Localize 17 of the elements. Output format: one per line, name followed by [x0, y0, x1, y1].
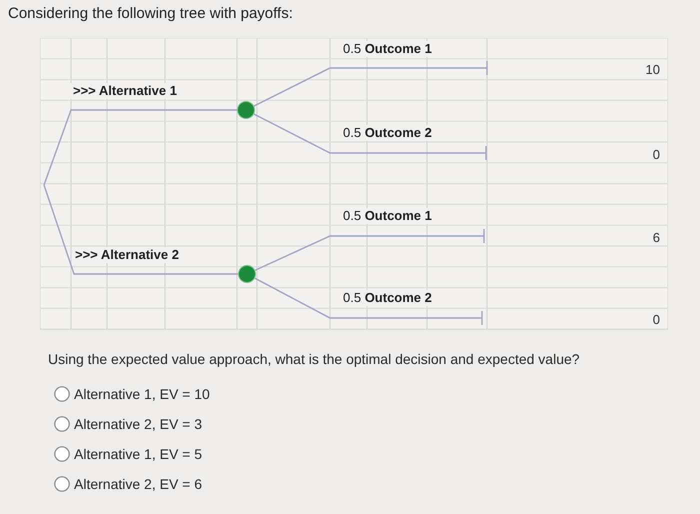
payoff-value: 6: [652, 230, 660, 246]
payoff-value: 10: [646, 62, 660, 78]
answer-option: Alternative 2, EV = 6: [74, 475, 202, 493]
tree-branch: [43, 184, 238, 275]
tree-branch: [254, 113, 487, 161]
tree-branch: [254, 228, 485, 271]
answer-option: Alternative 1, EV = 10: [74, 385, 210, 403]
tree-branch: [254, 278, 483, 326]
question-text: Using the expected value approach, what is the optimal decision and expected value?: [48, 350, 580, 368]
answer-option: Alternative 1, EV = 5: [74, 445, 202, 463]
title: Considering the following tree with payoffs:: [8, 4, 293, 24]
tree-branch: [43, 109, 237, 186]
tree-branch: [254, 60, 488, 107]
answer-option: Alternative 2, EV = 3: [74, 415, 202, 433]
payoff-value: 0: [652, 147, 660, 163]
branch-label: >>> Alternative 1: [70, 83, 180, 99]
payoff-value: 0: [652, 312, 660, 328]
